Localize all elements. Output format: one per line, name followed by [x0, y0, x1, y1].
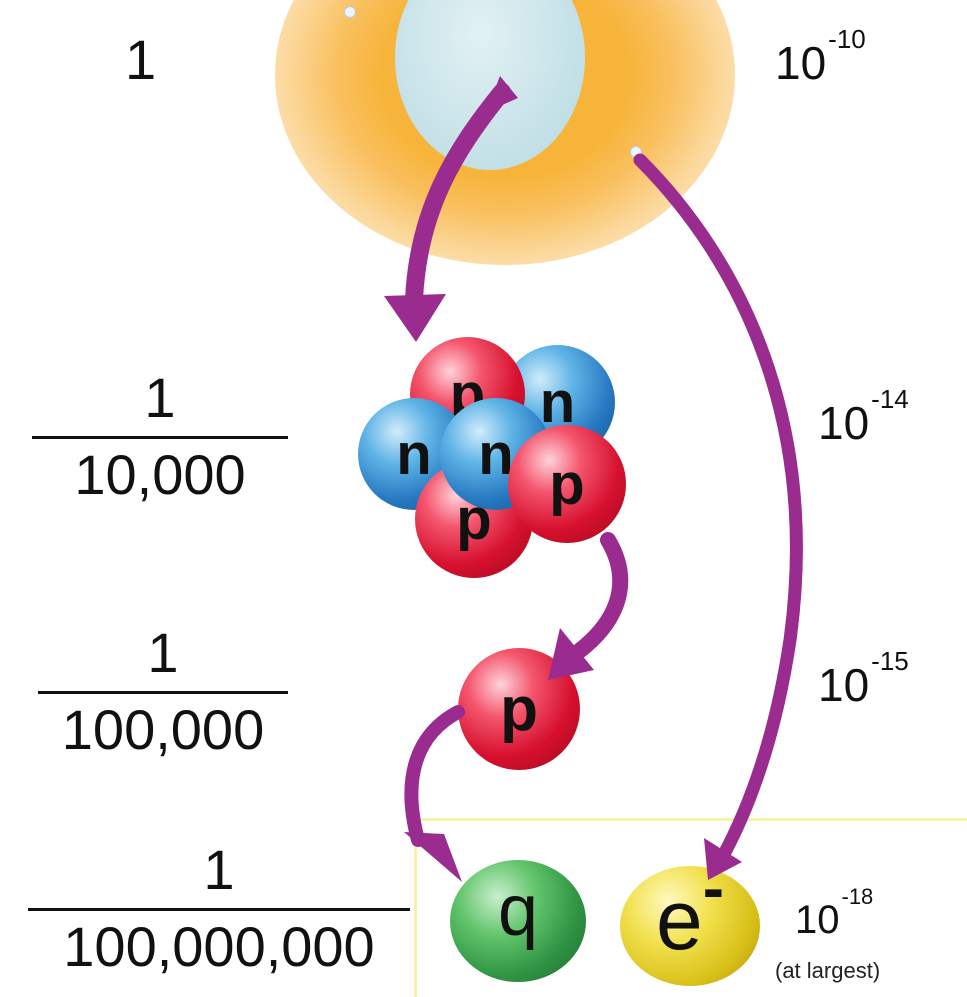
power-exponent: -15 — [871, 646, 909, 676]
particle-label: e — [655, 872, 703, 967]
atom-size-label: 10-10 — [775, 26, 866, 89]
particle-label: p — [500, 674, 538, 744]
fraction-bar — [32, 436, 288, 439]
fraction-denominator: 100,000,000 — [63, 915, 375, 978]
quark-electron-size-label: 10-18 — [795, 886, 873, 942]
particle-label: n — [478, 421, 514, 487]
quark: q — [450, 860, 586, 982]
power-base: 10 — [795, 898, 840, 942]
scale-proton-fraction: 1 100,000 — [38, 625, 288, 758]
power-exponent: -18 — [841, 884, 874, 909]
electron-dot — [344, 6, 356, 18]
particle-label: q — [497, 871, 539, 951]
fraction-numerator: 1 — [147, 621, 179, 684]
scale-nucleus-fraction: 1 10,000 — [32, 370, 288, 503]
power-base: 10 — [818, 659, 870, 711]
power-base: 10 — [818, 397, 870, 449]
nucleus-proton: p — [508, 425, 626, 543]
arrow-proton-to-quark — [404, 705, 465, 847]
size-note: (at largest) — [775, 958, 881, 983]
arrowhead — [548, 628, 594, 680]
fraction-bar — [28, 908, 410, 911]
fraction-denominator: 10,000 — [74, 443, 246, 506]
fraction-bar — [38, 691, 288, 694]
arrow-atom-to-electron — [633, 153, 803, 865]
power-base: 10 — [775, 37, 827, 89]
arrowhead — [404, 832, 462, 882]
particle-label: p — [549, 451, 585, 517]
arrow-atom-to-nucleus — [405, 83, 511, 309]
electron: e- — [620, 852, 760, 986]
nucleus-neutron: n — [358, 398, 470, 510]
scale-quark-fraction: 1 100,000,000 — [28, 842, 410, 975]
fundamental-particles-frame — [414, 818, 967, 997]
proton-size-label: 10-15 — [818, 648, 909, 711]
fraction-numerator: 1 — [144, 366, 176, 429]
power-exponent: -10 — [828, 24, 866, 54]
arrowhead — [704, 838, 742, 880]
scale-atom-value: 1 — [125, 28, 157, 91]
power-exponent: -14 — [871, 384, 909, 414]
nucleus-size-label: 10-14 — [818, 386, 909, 449]
arrowhead — [486, 76, 518, 112]
fraction-numerator: 1 — [203, 838, 235, 901]
arrowhead — [384, 294, 446, 342]
arrow-nucleus-to-proton — [570, 532, 629, 660]
particle-label: n — [539, 370, 576, 435]
particle-label: n — [396, 421, 432, 487]
fraction-denominator: 100,000 — [61, 698, 265, 761]
